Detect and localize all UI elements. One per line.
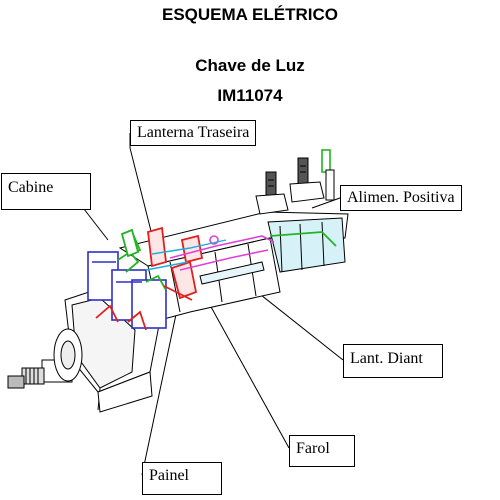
label-painel: Painel <box>142 462 222 495</box>
green-flag-terminal <box>120 228 140 258</box>
label-lanterna-traseira: Lanterna Traseira <box>130 120 257 146</box>
green-contacts <box>117 230 337 291</box>
leader-farol <box>204 295 290 449</box>
label-lant-diant: Lant. Diant <box>343 344 443 378</box>
part-number: IM11074 <box>217 86 283 105</box>
diagram-subtitle: Chave de Luz <box>195 56 305 75</box>
leader-alimen-positiva <box>311 197 341 209</box>
blue-contacts <box>87 251 167 329</box>
switch-body <box>7 211 349 413</box>
label-alimen-positiva: Alimen. Positiva <box>340 185 462 211</box>
connector-box <box>267 217 346 273</box>
label-cabine: Cabine <box>1 173 91 210</box>
diagram-title: ESQUEMA ELÉTRICO <box>162 5 338 24</box>
cyan-wiring <box>145 239 227 271</box>
leader-lanterna-traseira <box>129 133 153 236</box>
terminal-studs <box>255 149 335 215</box>
magenta-wiring <box>169 235 275 271</box>
leader-painel <box>141 304 179 476</box>
label-farol: Farol <box>289 435 355 467</box>
red-terminals <box>95 226 204 331</box>
